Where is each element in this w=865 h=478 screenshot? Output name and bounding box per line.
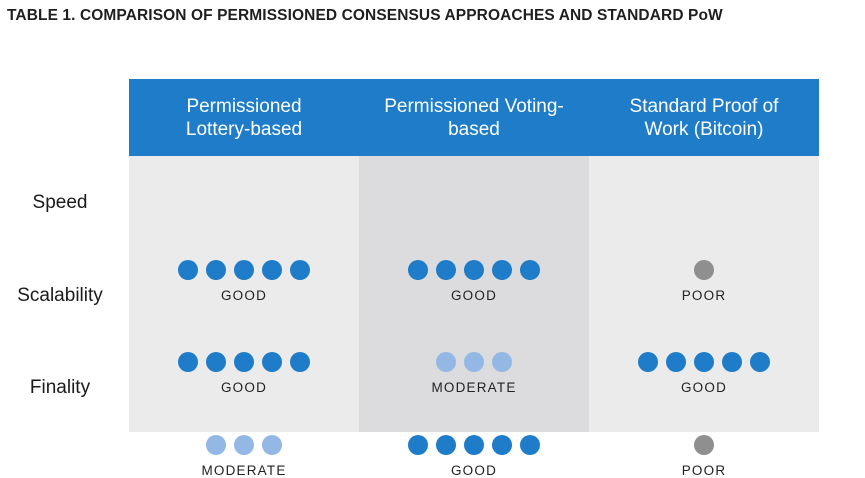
rating-cell: POOR xyxy=(589,435,819,478)
rating-dot-good xyxy=(436,260,456,280)
rating-label: MODERATE xyxy=(201,463,287,478)
row-label-finality: Finality xyxy=(29,377,91,398)
rating-cell: POOR xyxy=(589,260,819,303)
column-voting-based: Permissioned Voting-based GOOD MODERATE … xyxy=(359,79,589,478)
rating-dot-good xyxy=(666,352,686,372)
column-body: GOOD GOOD MODERATE xyxy=(129,156,359,478)
rating-dot-moderate xyxy=(436,352,456,372)
rating-dots xyxy=(178,352,310,372)
rating-label: MODERATE xyxy=(431,380,517,395)
rating-dot-moderate xyxy=(492,352,512,372)
rating-cell: MODERATE xyxy=(129,435,359,478)
rating-label: GOOD xyxy=(220,380,268,395)
rating-dot-good xyxy=(464,260,484,280)
rating-dot-good xyxy=(436,435,456,455)
rating-cell: MODERATE xyxy=(359,352,589,395)
rating-dots xyxy=(408,260,540,280)
column-header: Permissioned Lottery-based xyxy=(129,79,359,156)
rating-dot-moderate xyxy=(206,435,226,455)
rating-dot-good xyxy=(178,352,198,372)
rating-label: POOR xyxy=(681,288,727,303)
rating-dot-good xyxy=(722,352,742,372)
row-label-speed: Speed xyxy=(32,192,88,213)
rating-dot-poor xyxy=(694,260,714,280)
rating-cell: GOOD xyxy=(359,435,589,478)
rating-dots xyxy=(638,352,770,372)
rating-dot-good xyxy=(492,435,512,455)
column-lottery-based: Permissioned Lottery-based GOOD GOOD MOD… xyxy=(129,79,359,478)
rating-dot-good xyxy=(492,260,512,280)
rating-dot-good xyxy=(638,352,658,372)
rating-dots xyxy=(436,352,512,372)
rating-cell: GOOD xyxy=(129,260,359,303)
rating-dot-moderate xyxy=(262,435,282,455)
rating-dot-poor xyxy=(694,435,714,455)
rating-dot-good xyxy=(234,260,254,280)
rating-dot-good xyxy=(262,260,282,280)
rating-dot-moderate xyxy=(234,435,254,455)
rating-dot-good xyxy=(178,260,198,280)
rating-dot-good xyxy=(694,352,714,372)
rating-dot-good xyxy=(290,260,310,280)
rating-dot-good xyxy=(408,260,428,280)
rating-dot-good xyxy=(520,435,540,455)
rating-dot-moderate xyxy=(464,352,484,372)
rating-label: GOOD xyxy=(450,288,498,303)
column-header: Standard Proof of Work (Bitcoin) xyxy=(589,79,819,156)
rating-dot-good xyxy=(206,352,226,372)
rating-dots xyxy=(206,435,282,455)
column-body: GOOD MODERATE GOOD xyxy=(359,156,589,478)
rating-dot-good xyxy=(520,260,540,280)
rating-cell: GOOD xyxy=(359,260,589,303)
rating-dot-good xyxy=(234,352,254,372)
rating-dot-good xyxy=(262,352,282,372)
rating-label: POOR xyxy=(681,463,727,478)
rating-cell: GOOD xyxy=(129,352,359,395)
rating-dots xyxy=(408,435,540,455)
rating-dots xyxy=(694,260,714,280)
row-label-scalability: Scalability xyxy=(17,285,103,306)
rating-dots xyxy=(694,435,714,455)
column-proof-of-work: Standard Proof of Work (Bitcoin) POOR GO… xyxy=(589,79,819,478)
rating-dot-good xyxy=(206,260,226,280)
column-header: Permissioned Voting-based xyxy=(359,79,589,156)
rating-dot-good xyxy=(408,435,428,455)
column-body: POOR GOOD POOR xyxy=(589,156,819,478)
rating-label: GOOD xyxy=(220,288,268,303)
table-title: TABLE 1. COMPARISON OF PERMISSIONED CONS… xyxy=(7,7,723,24)
rating-dot-good xyxy=(290,352,310,372)
rating-dot-good xyxy=(750,352,770,372)
rating-label: GOOD xyxy=(680,380,728,395)
rating-label: GOOD xyxy=(450,463,498,478)
rating-cell: GOOD xyxy=(589,352,819,395)
rating-dots xyxy=(178,260,310,280)
rating-dot-good xyxy=(464,435,484,455)
